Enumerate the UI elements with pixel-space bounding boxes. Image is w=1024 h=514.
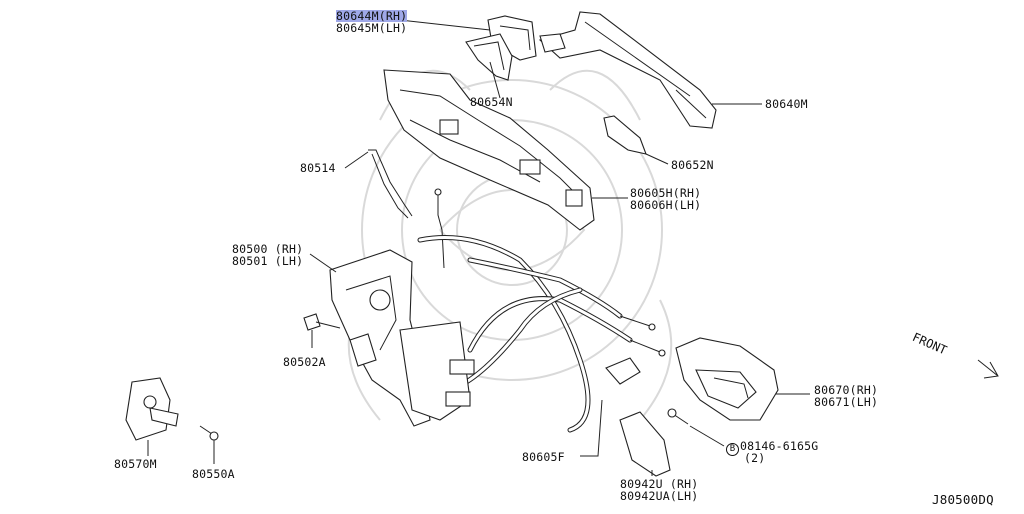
bolt-80502a <box>303 313 341 331</box>
label-80501: 80501 (LH) <box>232 254 304 268</box>
leader-lines <box>147 19 999 476</box>
door-lock-actuator-80500 <box>329 249 475 427</box>
label-80606h: 80606H(LH) <box>630 198 702 212</box>
label-80644m: 80644M(RH) <box>336 9 408 23</box>
inside-handle-80670 <box>675 337 779 421</box>
gasket-80654n <box>465 33 513 81</box>
rod-80514 <box>368 149 413 219</box>
label-80652n: 80652N <box>671 158 714 172</box>
label-80605f: 80605F <box>522 450 565 464</box>
bolt-08146 <box>667 408 689 425</box>
screw-80550a <box>199 425 219 441</box>
label-80605h: 80605H(RH) <box>630 186 702 200</box>
label-80942u: 80942U (RH) <box>620 477 699 491</box>
cable-clip <box>605 357 641 385</box>
label-80500: 80500 (RH) <box>232 242 304 256</box>
label-80671: 80671(LH) <box>814 395 879 409</box>
label-80640m: 80640M <box>765 97 808 111</box>
outside-handle-80640m <box>538 11 717 129</box>
label-80670: 80670(RH) <box>814 383 879 397</box>
handle-bracket-80605h <box>383 69 595 231</box>
gasket-80652n <box>603 115 647 155</box>
label-80514: 80514 <box>300 161 336 175</box>
lock-rod <box>434 188 445 269</box>
label-80654n: 80654N <box>470 95 513 109</box>
label-80942ua: 80942UA(LH) <box>620 489 699 503</box>
escutcheon-80942u <box>619 411 671 477</box>
label-08146-text: 08146-6165G <box>740 439 819 453</box>
label-80645m: 80645M(LH) <box>336 21 408 35</box>
striker-80570m <box>125 377 179 441</box>
label-80502a: 80502A <box>283 355 326 369</box>
drawing-id: J80500DQ <box>932 492 994 507</box>
label-08146-qty: (2) <box>744 451 766 465</box>
label-80570m: 80570M <box>114 457 157 471</box>
label-80550a: 80550A <box>192 467 235 481</box>
bolt-circle-b: B <box>726 443 739 456</box>
